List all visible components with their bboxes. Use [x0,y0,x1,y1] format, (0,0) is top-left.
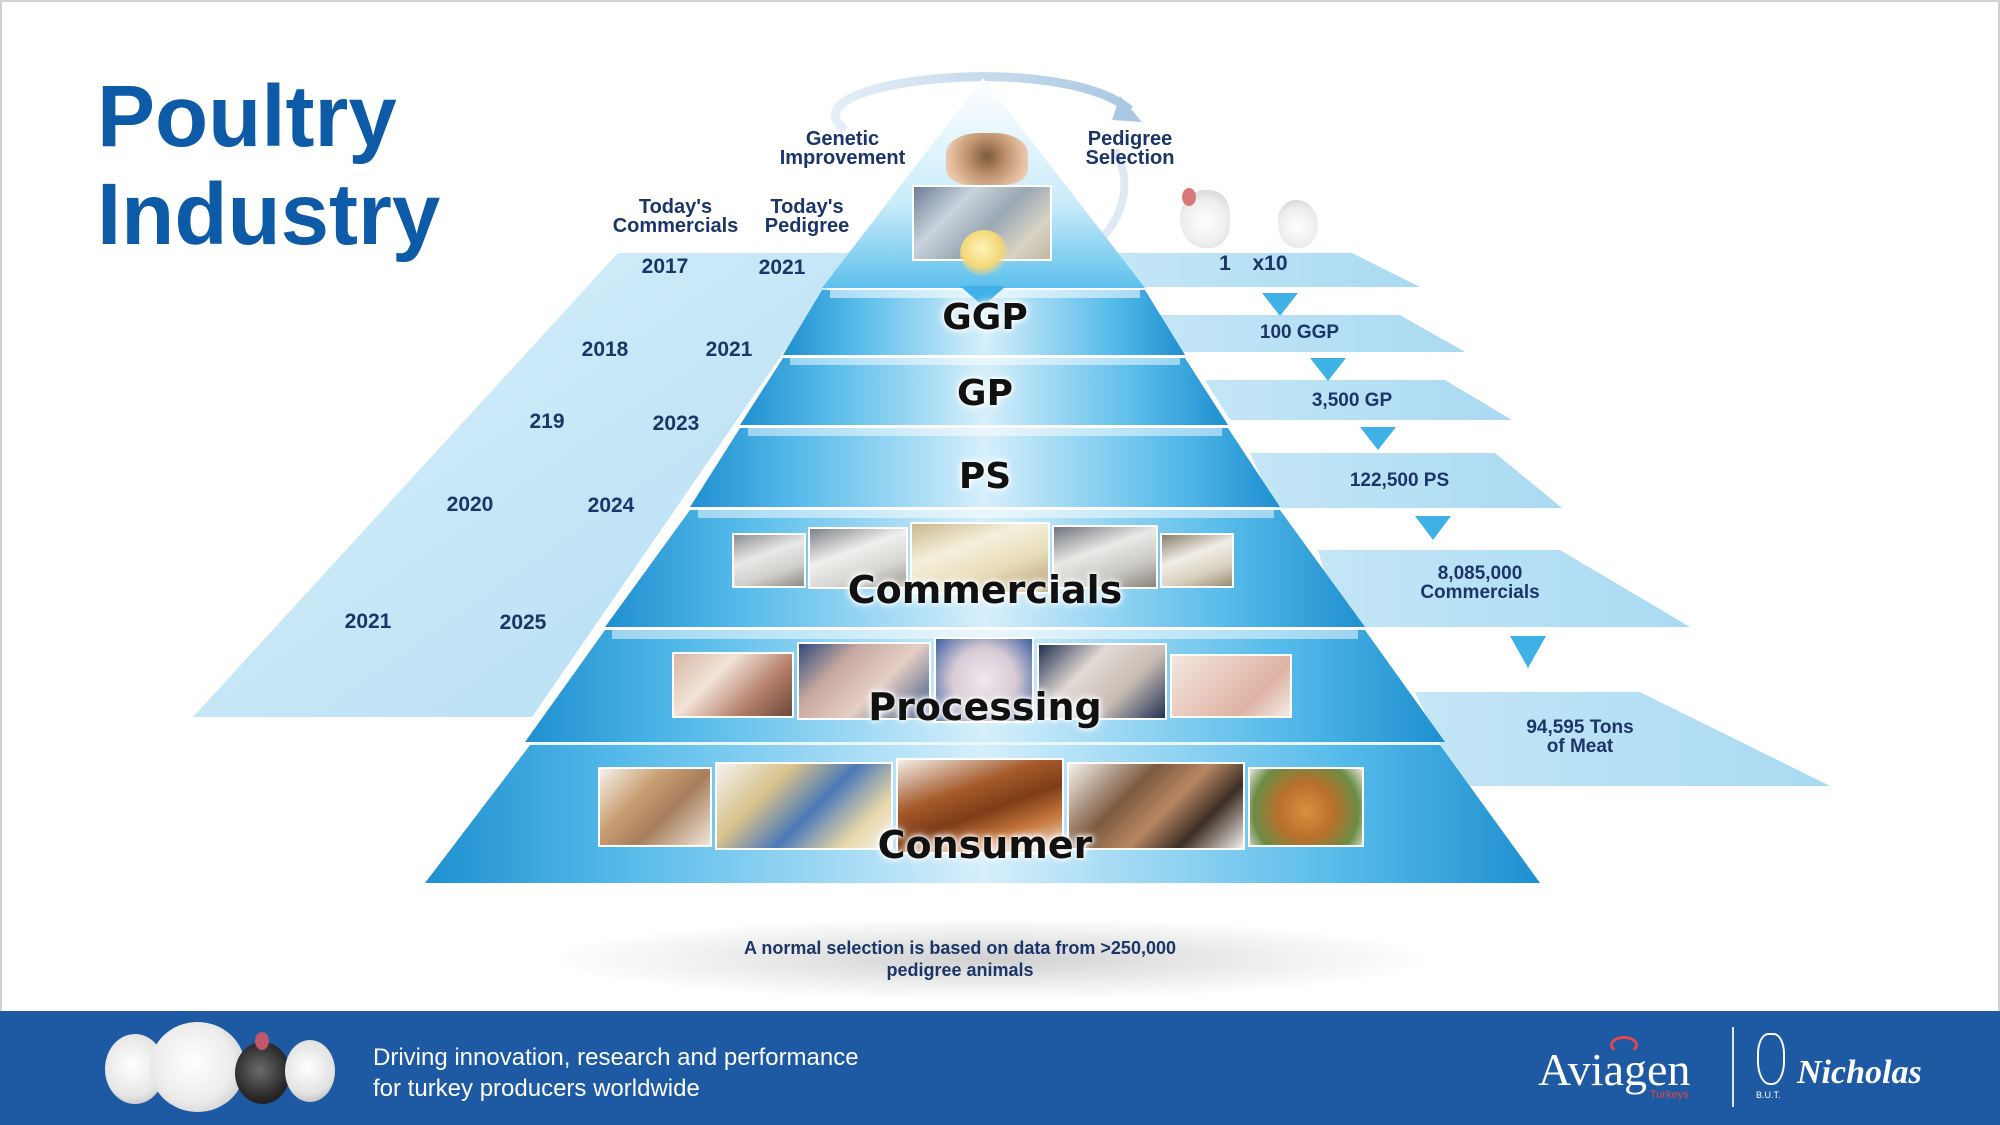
tier-label-ps: PS [958,456,1012,497]
title-line-2: Industry [97,166,441,263]
page-title: Poultry Industry [97,68,440,264]
turkey-head-icon [1182,188,1196,206]
cycle-arrowhead [1112,96,1142,122]
tier-label-commercials: Commercials [847,568,1123,612]
todays-commercials-header: Today's Commercials [603,196,748,237]
band-highlight [790,355,1180,365]
chick-photo [960,230,1008,276]
selection-note: A normal selection is based on data from… [700,937,1220,981]
turkeys-group-image [85,1012,345,1112]
commercials-count-number: 8,085,000 [1437,563,1523,584]
tier-ps-band [690,428,1280,507]
pedigree-year: 2025 [499,611,547,634]
footer-tagline: Driving innovation, research and perform… [373,1042,859,1104]
down-arrow [1262,293,1298,316]
commercials-header-line-2: Commercials [612,215,739,237]
aviagen-logo-mark [1610,1036,1638,1054]
gp-count: 3,500 GP [1311,390,1393,411]
tier-gp-band [740,358,1228,425]
ggp-count: 100 GGP [1259,322,1340,343]
tier-label-ggp: GGP [942,297,1028,338]
pedigree-year: 2023 [652,412,700,435]
pedigree-label-line-2: Selection [1085,147,1175,169]
tagline-line-2: for turkey producers worldwide [373,1075,700,1102]
cycle-arrow-right [1097,148,1129,243]
logo-divider [1732,1027,1734,1107]
meat-tonnage-number: 94,595 Tons [1526,717,1634,738]
genetic-improvement-label: Genetic Improvement [770,128,915,169]
pedigree-year: 2024 [587,494,635,517]
pedigree-year: 2021 [705,338,753,361]
right-step-5 [1318,550,1690,627]
ratio-one: 1 [1219,252,1231,275]
tier-ggp-band [783,290,1185,355]
ratio-x10: x10 [1252,252,1288,275]
right-step-3 [1205,380,1512,420]
down-arrow [1310,358,1346,381]
band-highlight [698,507,1274,518]
turkey-carcass-photo [1037,643,1167,720]
down-arrow [1360,427,1396,450]
cycle-arrow [830,72,1133,134]
tagline-line-1: Driving innovation, research and perform… [373,1044,859,1071]
commercials-year: 2021 [344,610,392,633]
hands-feed-photo [946,133,1028,185]
commercials-count-label: Commercials [1420,582,1540,603]
roast-turkey-photo [1248,767,1364,847]
note-shadow [555,918,1425,1000]
note-line-2: pedigree animals [886,960,1034,980]
genetic-label-line-1: Genetic [805,128,880,150]
tier-label-consumer: Consumer [877,823,1093,867]
nicholas-logo: Nicholas [1797,1054,1922,1091]
turkey-breast-photo [1170,654,1292,718]
turkey-sausage-photo [896,758,1064,854]
sandwich-photo [598,767,712,847]
but-label: B.U.T. [1756,1090,1781,1100]
pedigree-year: 2021 [758,256,806,279]
white-turkey-small-icon [1278,200,1318,248]
turkey-flock-photo [732,533,806,588]
commercials-count: 8,085,000 Commercials [1395,564,1565,602]
tier-label-processing: Processing [868,685,1102,729]
pedigree-header-line-2: Pedigree [764,215,850,237]
turkey-flock-photo [1160,533,1234,588]
right-step-6 [1415,692,1830,786]
turkey-bacon-photo [1067,762,1245,850]
commercials-year: 2017 [641,255,689,278]
right-step-1 [1112,253,1420,287]
title-line-1: Poultry [97,68,397,165]
meat-tonnage-label: of Meat [1546,736,1614,757]
commercials-year: 2018 [581,338,629,361]
aviagen-logo-sub: Turkeys [1650,1089,1689,1101]
whole-turkey-photo [934,637,1034,723]
meat-tonnage: 94,595 Tons of Meat [1500,718,1660,756]
pedigree-selection-label: Pedigree Selection [1075,128,1185,169]
commercials-year: 219 [529,410,565,433]
turkey-flock-photo [808,527,908,589]
aviagen-logo: Aviagen [1538,1044,1691,1095]
tier-label-gp: GP [957,373,1013,414]
packaged-turkey-photo [715,762,893,850]
pedigree-header-line-1: Today's [770,196,844,218]
commercials-year: 2020 [446,493,494,516]
commercials-header-line-1: Today's [638,196,713,218]
band-highlight [612,627,1358,639]
apex-down-arrow [960,286,1006,306]
down-arrow [1510,636,1546,668]
todays-pedigree-header: Today's Pedigree [752,196,862,237]
band-highlight [748,425,1222,436]
note-line-1: A normal selection is based on data from… [744,938,1176,958]
turkey-flock-photo [1052,525,1158,589]
down-arrow [1415,516,1451,540]
raw-turkey-parts-photo [797,642,931,720]
right-step-4 [1250,453,1562,508]
left-wing-panel [193,253,852,717]
right-step-2 [1155,315,1465,352]
but-emblem-icon [1757,1033,1785,1085]
turkey-flock-photo [910,522,1050,594]
meat-cutting-photo [672,652,794,718]
genetic-label-line-2: Improvement [779,147,906,169]
ps-count: 122,500 PS [1349,470,1450,491]
pedigree-label-line-1: Pedigree [1087,128,1173,150]
